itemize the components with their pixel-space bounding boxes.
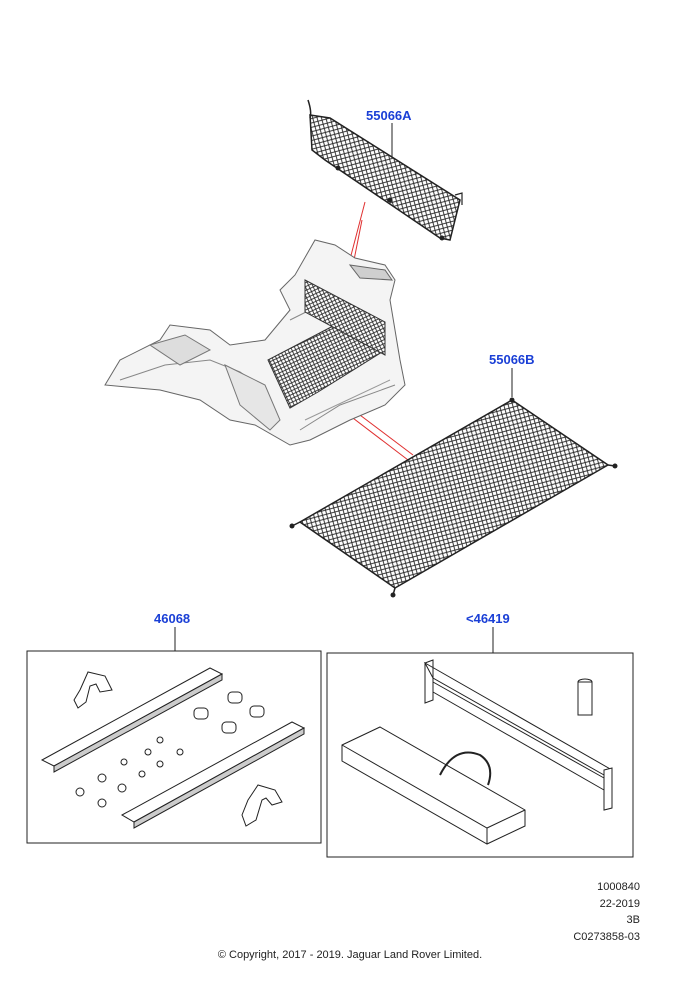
rail-kit-box (26, 650, 322, 844)
copyright-notice: © Copyright, 2017 - 2019. Jaguar Land Ro… (217, 949, 483, 961)
red-leader-4 (344, 411, 409, 461)
callout-55066b[interactable]: 55066B (489, 352, 535, 367)
divider-kit-parts (341, 659, 613, 845)
meta-line-2: 22-2019 (599, 897, 640, 910)
divider-kit-box (326, 652, 634, 858)
floor-cargo-net (289, 397, 618, 598)
meta-line-4: C0273858-03 (573, 930, 640, 943)
callout-46419[interactable]: <46419 (466, 611, 510, 626)
vehicle-cargo-area (104, 239, 406, 446)
upper-cargo-net (307, 99, 463, 241)
callout-55066a[interactable]: 55066A (366, 108, 412, 123)
callout-46068[interactable]: 46068 (154, 611, 191, 626)
meta-line-3: 3B (626, 914, 640, 926)
diagram-metadata: 1000840 22-2019 3B C0273858-03 (573, 879, 640, 945)
rail-kit-parts (40, 667, 306, 829)
meta-line-1: 1000840 (597, 881, 640, 893)
